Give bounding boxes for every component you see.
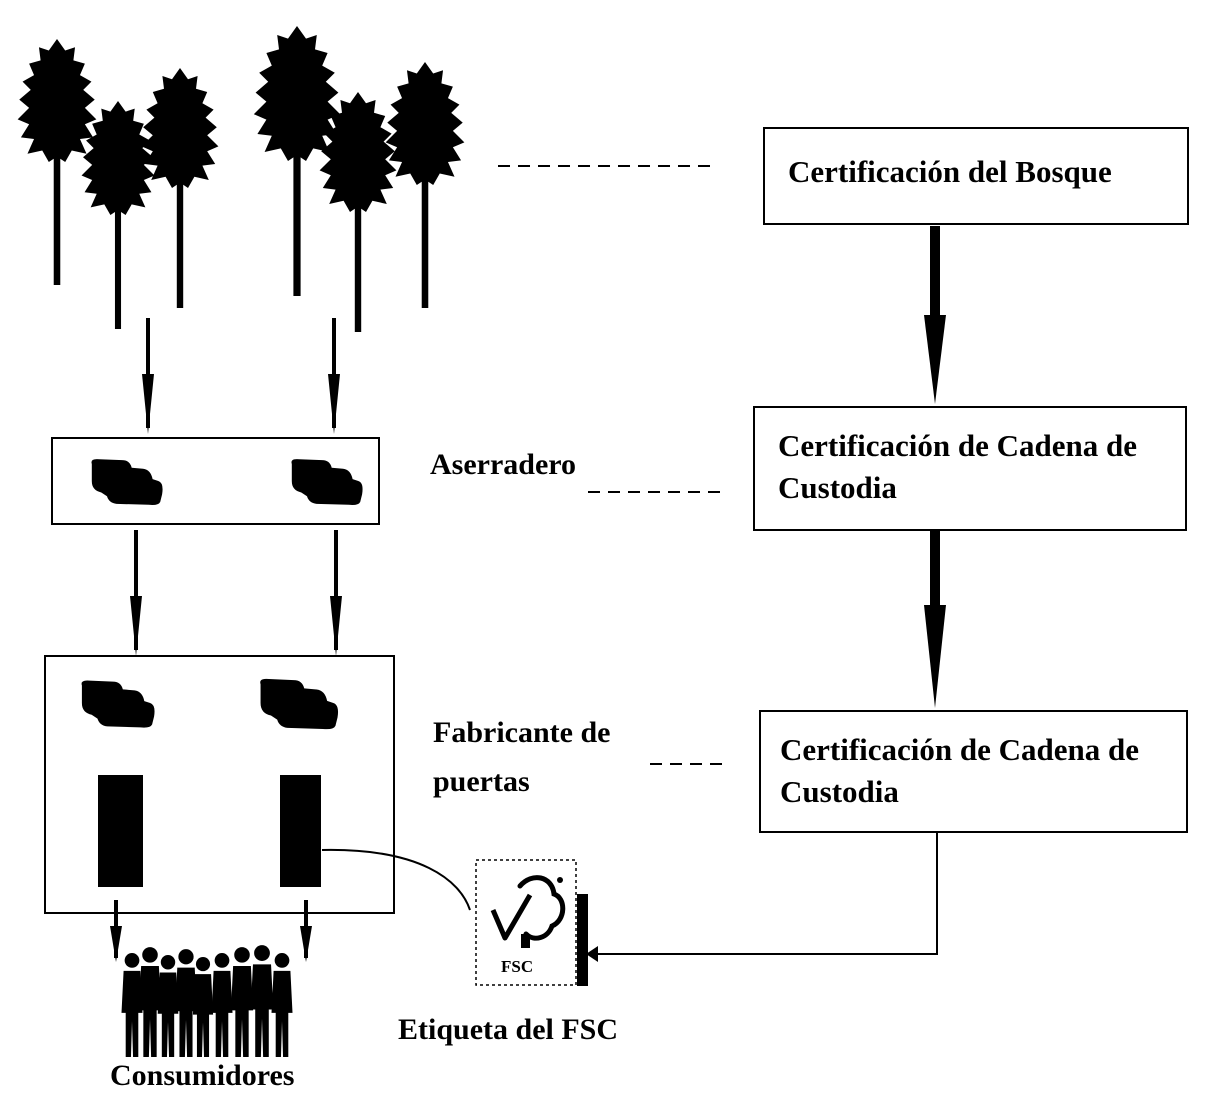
door-icon (98, 775, 143, 887)
flow-arrow (330, 530, 342, 656)
flow-arrow (130, 530, 142, 656)
manufacturer-label-line2: puertas (433, 765, 530, 798)
forest-certification-box (763, 127, 1189, 225)
tree-icon (253, 26, 341, 296)
flow-arrow (924, 528, 946, 708)
flow-arrow (300, 900, 312, 962)
consumers-icon (121, 945, 293, 1057)
chain-certification-box (759, 710, 1188, 833)
chain-certification-label: Certificación de Cadena de Custodia (780, 732, 1140, 809)
flow-arrow (142, 318, 154, 434)
chain-certification-label: Certificación de Cadena de Custodia (778, 428, 1138, 505)
tree-icon (385, 62, 465, 308)
door-icon (280, 775, 321, 887)
sawmill-label: Aserradero (430, 448, 577, 481)
fsc-logo-text: FSC (501, 957, 534, 976)
manufacturer-label-line1: Fabricante de (433, 716, 611, 749)
consumers-label: Consumidores (110, 1059, 295, 1092)
flow-arrow (110, 900, 122, 962)
flow-arrow (924, 226, 946, 404)
label-connector (321, 848, 471, 911)
tree-icon (17, 39, 97, 285)
flow-arrow (586, 832, 938, 962)
fsc-label-bar (577, 894, 588, 986)
fsc-tree-check-icon (490, 875, 566, 948)
tree-icon (141, 68, 219, 308)
chain-certification-box (753, 406, 1187, 531)
flow-arrow (328, 318, 340, 434)
tree-icon (81, 101, 155, 329)
fsc-label-caption: Etiqueta del FSC (398, 1013, 619, 1046)
forest-certification-label: Certificación del Bosque (788, 154, 1112, 189)
